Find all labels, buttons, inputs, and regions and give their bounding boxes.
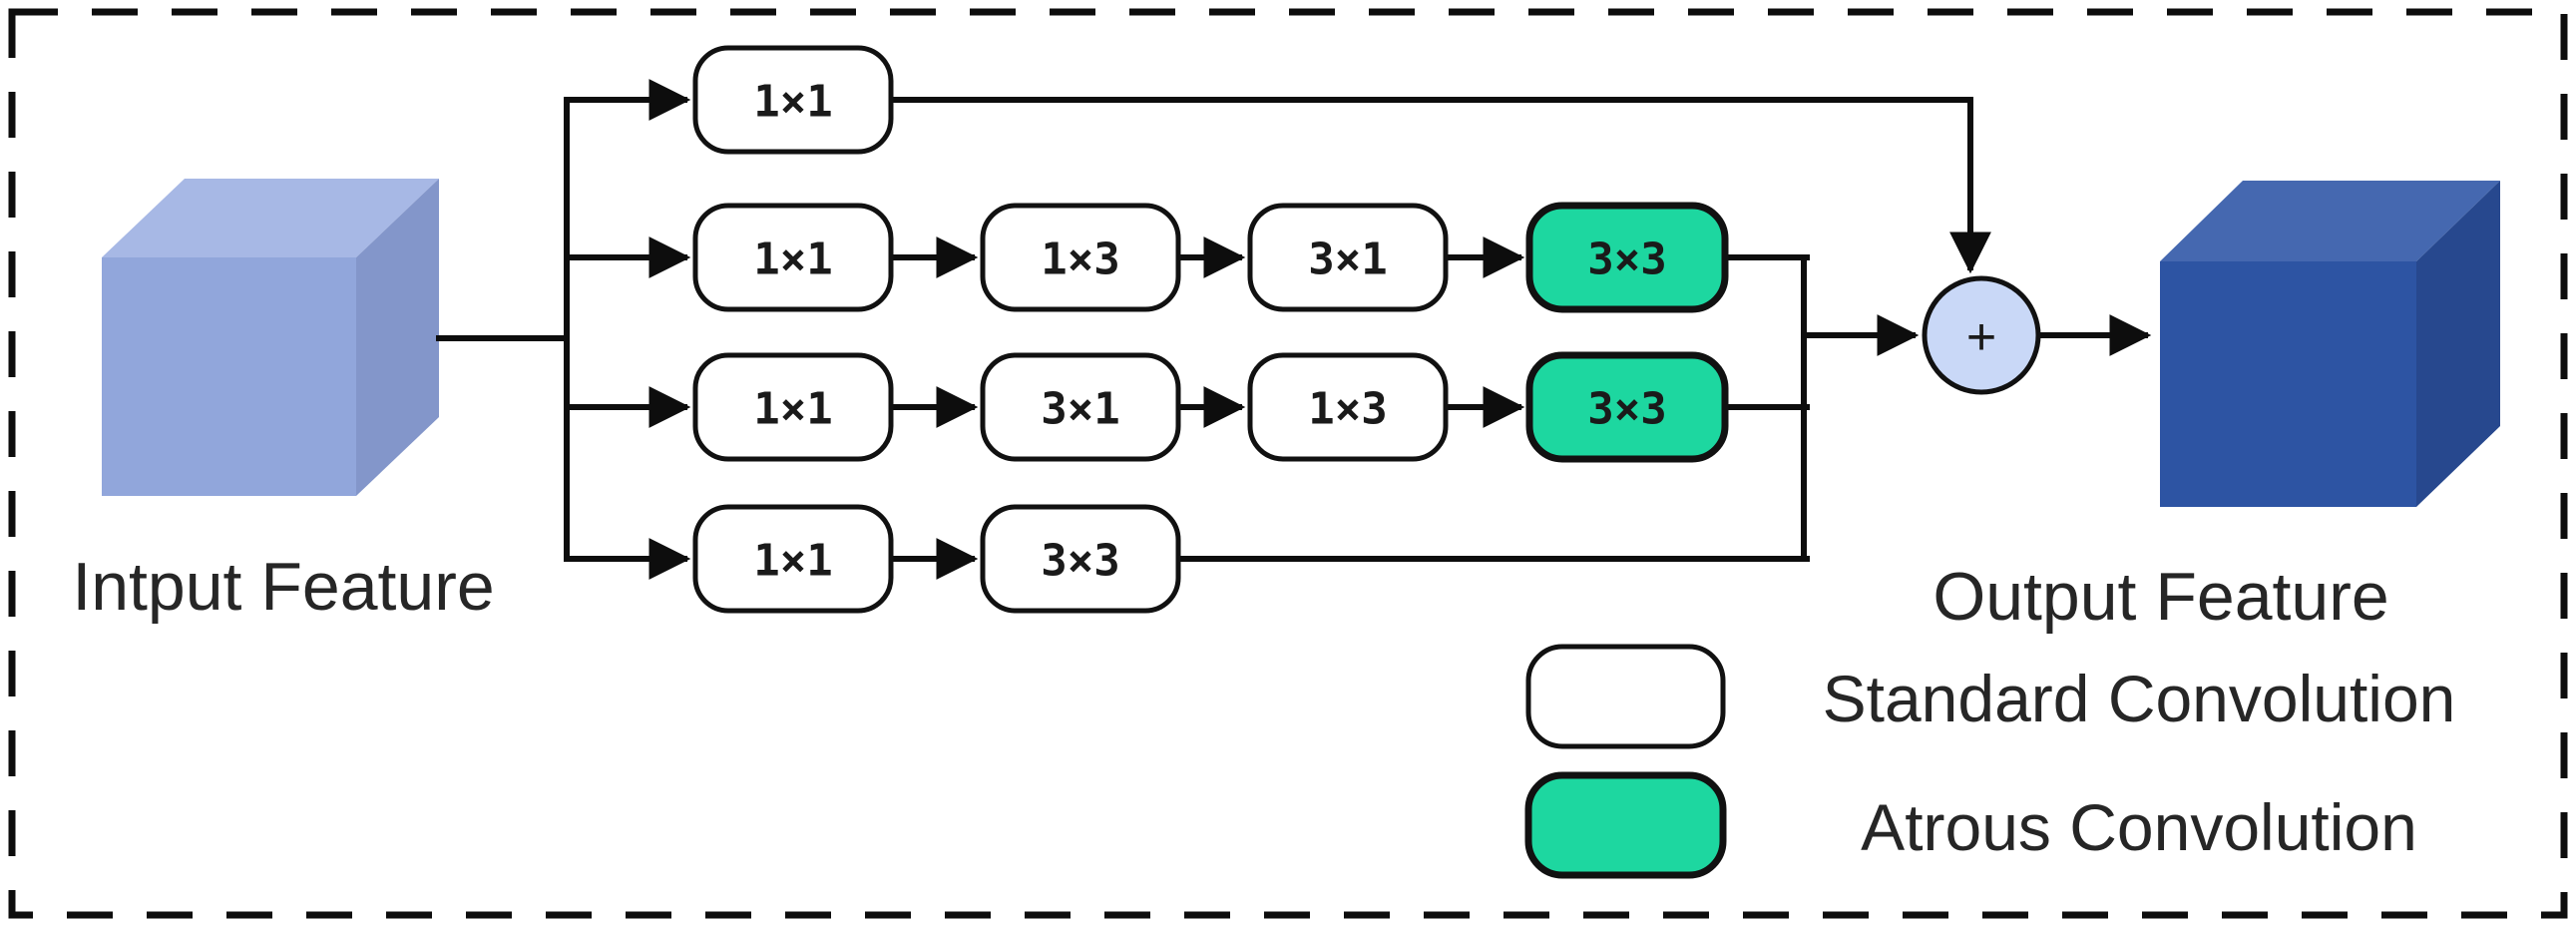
plus-icon: +	[1966, 308, 1996, 366]
atrous-conv-box	[1525, 351, 1729, 463]
atrous-conv-box	[1525, 202, 1729, 313]
standard-conv-box	[1247, 203, 1449, 312]
legend-item-atrous: Atrous Convolution	[1524, 771, 2417, 879]
dashed-border	[8, 8, 2568, 919]
legend-label: Atrous Convolution	[1861, 790, 2417, 864]
conv-box-branch2-4: 3×3	[1525, 202, 1729, 313]
conv-box-branch3-2: 3×1	[980, 352, 1181, 462]
conv-box-branch3-3: 1×3	[1247, 352, 1449, 462]
standard-conv-box	[692, 504, 894, 614]
output-feature-cube	[2160, 181, 2500, 507]
input-cube-top-face	[102, 179, 439, 257]
conv-box-label: 3×1	[1041, 384, 1119, 435]
conv-box-branch2-1: 1×1	[692, 203, 894, 312]
conv-box-label: 3×3	[1587, 384, 1666, 435]
standard-conv-box	[1247, 352, 1449, 462]
legend-swatch-atrous	[1524, 771, 1727, 879]
conv-box-label: 3×1	[1308, 234, 1387, 285]
conv-box-label: 1×1	[753, 384, 832, 435]
conv-box-label: 1×3	[1308, 384, 1387, 435]
conv-box-branch3-4: 3×3	[1525, 351, 1729, 463]
sum-node: +	[1922, 275, 2041, 395]
conv-box-branch4-1: 1×1	[692, 504, 894, 614]
conv-box-label: 1×1	[753, 77, 832, 128]
output-cube-front-face	[2160, 261, 2416, 507]
input-feature-label: Intput Feature	[72, 549, 494, 625]
conv-box-branch2-3: 3×1	[1247, 203, 1449, 312]
plus-circle	[1922, 275, 2041, 395]
conv-boxes: 1×1 1×1 1×3 3×1 3×3 1×1 3×1 1×3 3×3 1×1 3×3	[692, 45, 1729, 614]
standard-conv-box	[980, 504, 1181, 614]
standard-conv-box	[692, 352, 894, 462]
conv-box-branch2-2: 1×3	[980, 203, 1181, 312]
input-cube-side-face	[356, 179, 439, 496]
conv-box-label: 1×3	[1041, 234, 1119, 285]
conv-box-label: 3×3	[1041, 536, 1119, 587]
conv-box-label: 1×1	[753, 536, 832, 587]
input-cube-front-face	[102, 257, 356, 496]
standard-conv-box	[980, 352, 1181, 462]
conv-box-branch4-2: 3×3	[980, 504, 1181, 614]
conv-box-label: 1×1	[753, 234, 832, 285]
output-feature-label: Output Feature	[1932, 559, 2388, 635]
standard-conv-box	[692, 203, 894, 312]
output-cube-top-face	[2160, 181, 2500, 261]
connector-lines	[436, 79, 2152, 580]
standard-conv-box	[692, 45, 894, 155]
conv-box-branch1-1: 1×1	[692, 45, 894, 155]
legend-item-standard: Standard Convolution	[1525, 644, 2456, 749]
conv-box-branch3-1: 1×1	[692, 352, 894, 462]
standard-conv-box	[980, 203, 1181, 312]
output-cube-side-face	[2416, 181, 2500, 507]
input-feature-cube	[102, 179, 439, 496]
legend-swatch-standard	[1525, 644, 1726, 749]
legend-label: Standard Convolution	[1823, 662, 2456, 735]
bypass-line	[888, 97, 1991, 274]
conv-box-label: 3×3	[1587, 234, 1666, 285]
